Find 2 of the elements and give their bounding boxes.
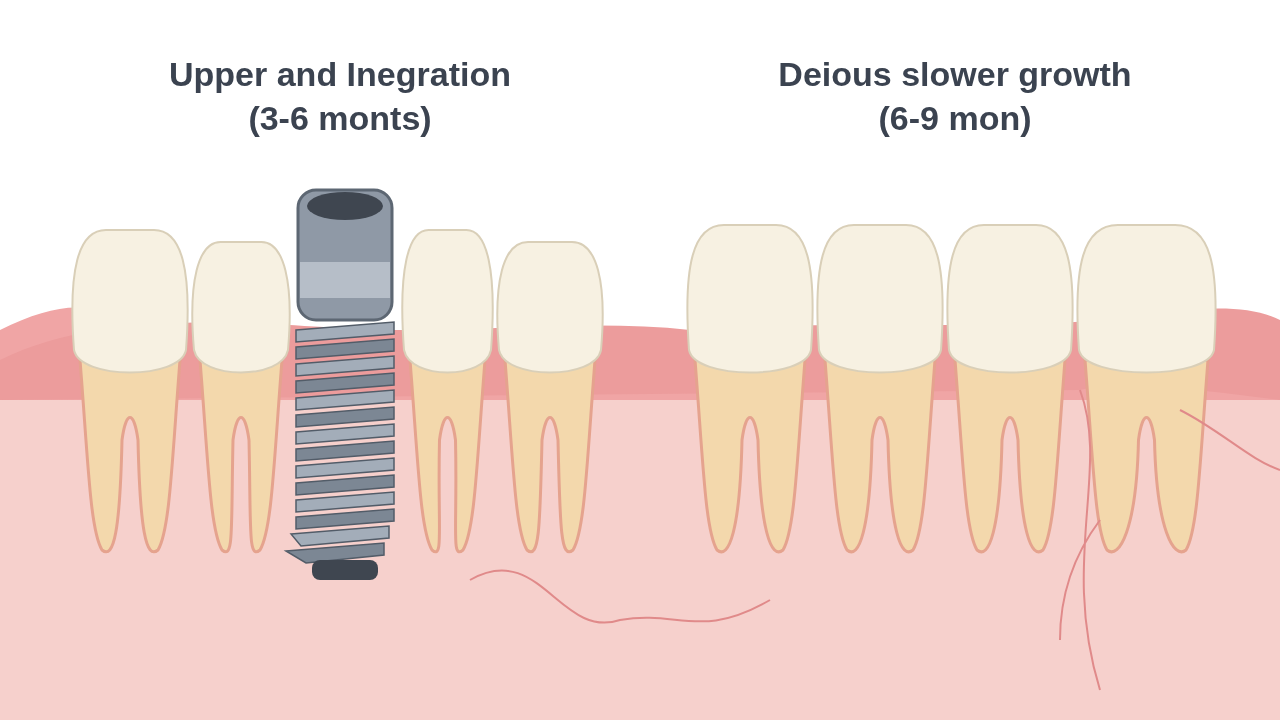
stage-heading: Deious slower growth (6-9 mon) — [777, 54, 1133, 139]
stage-heading: Upper and Inegration (3-6 monts) — [168, 54, 512, 139]
